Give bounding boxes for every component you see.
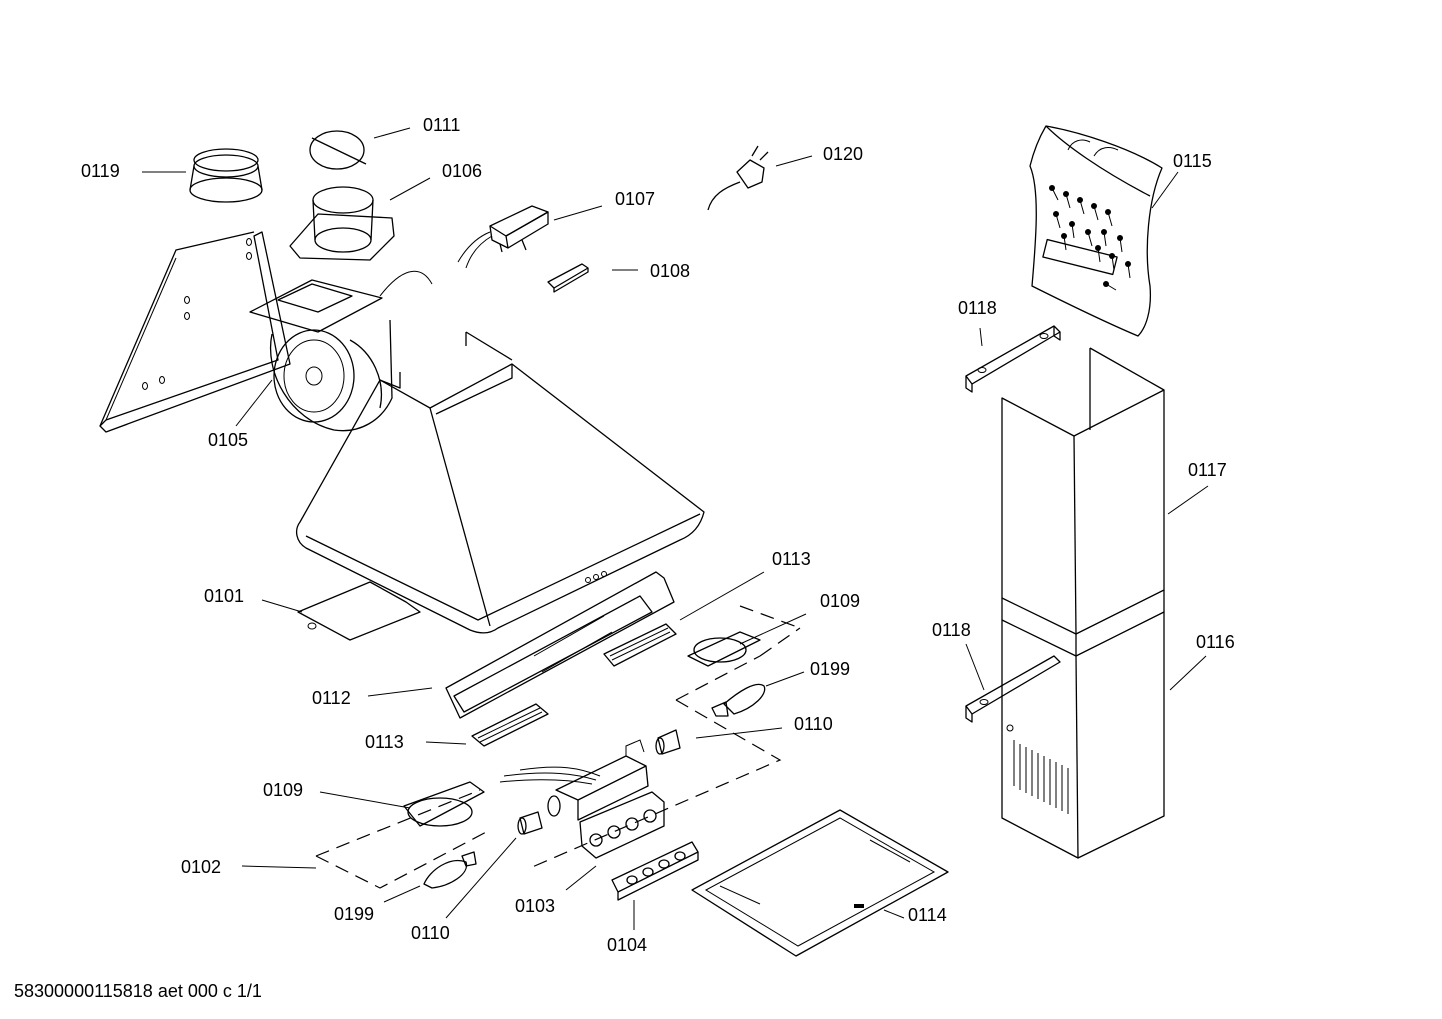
part-0117-upper-chimney <box>1001 347 1165 635</box>
callout-0119: 0119 <box>81 161 120 181</box>
callout-0114: 0114 <box>908 905 947 925</box>
callout-0113-lower: 0113 <box>365 732 404 752</box>
callout-0110-lower: 0110 <box>411 923 450 943</box>
part-0114-filter-panel <box>691 809 949 957</box>
part-0103-switch-module <box>499 739 665 859</box>
part-0113-filter-mat-lower <box>471 703 549 747</box>
part-0199-bulb-upper <box>711 683 766 717</box>
part-0115-screw-bag <box>1029 125 1163 337</box>
part-0199-bulb-lower <box>423 851 477 889</box>
callout-0118-lower: 0118 <box>932 620 971 640</box>
callout-0199-upper: 0199 <box>810 659 851 679</box>
callout-0109-upper: 0109 <box>820 591 861 611</box>
part-0109-lamp-cover-lower <box>403 781 485 827</box>
part-side-bracket <box>99 231 291 433</box>
callout-0106: 0106 <box>442 161 483 181</box>
part-0119-duct-collar <box>189 148 263 203</box>
callout-0104: 0104 <box>607 935 648 955</box>
part-0110-lamp-holder-lower <box>517 811 543 835</box>
callout-0102: 0102 <box>181 857 222 877</box>
callout-0117: 0117 <box>1188 460 1227 480</box>
part-0107-capacitor <box>457 205 549 269</box>
callout-0101: 0101 <box>204 586 245 606</box>
callout-0120: 0120 <box>823 144 864 164</box>
part-0105-blower <box>249 270 433 432</box>
drawing-reference-footer: 58300000115818 aet 000 c 1/1 <box>14 981 262 1001</box>
part-0101-rear-panel <box>297 581 421 641</box>
lamp-assembly-outline <box>315 605 801 889</box>
part-0106-duct-connector <box>289 186 395 261</box>
callout-0112: 0112 <box>312 688 351 708</box>
callout-0116: 0116 <box>1196 632 1235 652</box>
part-0109-lamp-cover-upper <box>687 631 761 667</box>
callout-0107: 0107 <box>615 189 656 209</box>
part-0111-damper-flap <box>309 130 367 170</box>
part-0118-bracket-lower <box>965 655 1061 723</box>
part-0116-lower-chimney <box>1001 590 1165 859</box>
callout-0108: 0108 <box>650 261 691 281</box>
callout-0113-upper: 0113 <box>772 549 811 569</box>
part-0104-button-strip <box>611 841 699 901</box>
callout-0109-lower: 0109 <box>263 780 304 800</box>
part-0120-power-cord <box>707 145 769 211</box>
callout-0110-upper: 0110 <box>794 714 833 734</box>
callout-0118-upper: 0118 <box>958 298 997 318</box>
part-0108-terminal-block <box>547 263 589 293</box>
part-0113-filter-mat-upper <box>603 623 677 667</box>
part-hood-canopy <box>295 331 705 634</box>
part-0110-lamp-holder-upper <box>655 729 681 755</box>
callout-0199-lower: 0199 <box>334 904 375 924</box>
leader-lines <box>142 127 1209 930</box>
callout-0105: 0105 <box>208 430 249 450</box>
part-0112-filter-frame <box>445 571 675 719</box>
callout-0111: 0111 <box>423 115 461 135</box>
callout-0103: 0103 <box>515 896 556 916</box>
part-0118-bracket-upper <box>965 325 1061 393</box>
callout-0115: 0115 <box>1173 151 1212 171</box>
